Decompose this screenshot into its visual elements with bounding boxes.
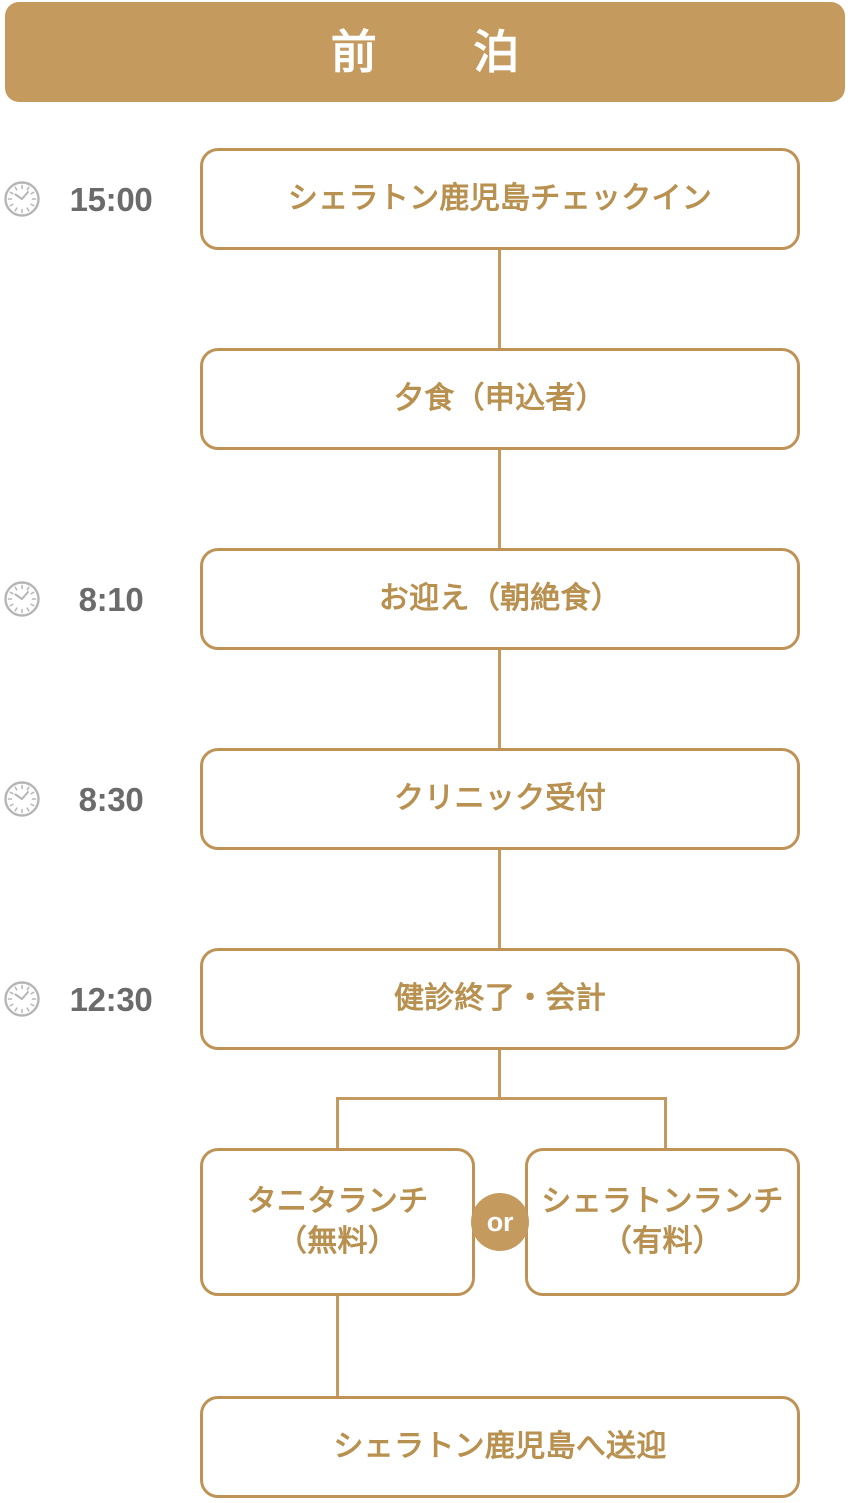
flow-step-lunch-tanita[interactable]: タニタランチ （無料） bbox=[200, 1148, 475, 1296]
connector-finish-to-branch bbox=[498, 1048, 501, 1100]
flow-step-reception[interactable]: クリニック受付 bbox=[200, 748, 800, 850]
connector-checkin-to-dinner bbox=[498, 248, 501, 350]
connector-dinner-to-pickup bbox=[498, 448, 501, 550]
flow-step-pickup[interactable]: お迎え（朝絶食） bbox=[200, 548, 800, 650]
connector-lunch-to-transfer bbox=[336, 1294, 339, 1398]
branch-or-badge: or bbox=[471, 1193, 529, 1251]
flow-step-label: シェラトン鹿児島チェックイン bbox=[287, 182, 713, 216]
clock-icon bbox=[2, 979, 42, 1019]
flow-step-finish[interactable]: 健診終了・会計 bbox=[200, 948, 800, 1050]
connector-reception-to-finish bbox=[498, 848, 501, 950]
flow-step-label: シェラトン鹿児島へ送迎 bbox=[333, 1430, 667, 1464]
time-label: 15:00 bbox=[69, 180, 153, 218]
branch-or-label: or bbox=[486, 1206, 514, 1237]
time-row-reception: 8:30 bbox=[0, 777, 190, 821]
connector-pickup-to-reception bbox=[498, 648, 501, 750]
flow-step-lunch-sheraton[interactable]: シェラトンランチ （有料） bbox=[525, 1148, 800, 1296]
flow-step-transfer[interactable]: シェラトン鹿児島へ送迎 bbox=[200, 1396, 800, 1498]
flow-step-checkin[interactable]: シェラトン鹿児島チェックイン bbox=[200, 148, 800, 250]
time-label: 12:30 bbox=[69, 980, 153, 1018]
time-row-checkin: 15:00 bbox=[0, 177, 190, 221]
time-label: 8:10 bbox=[78, 580, 144, 618]
flow-step-label: 夕食（申込者） bbox=[393, 382, 607, 416]
flow-step-label: シェラトンランチ （有料） bbox=[541, 1185, 784, 1258]
page-title: 前 泊 bbox=[330, 26, 545, 78]
flow-step-label: タニタランチ （無料） bbox=[246, 1185, 429, 1258]
branch-horizontal-bar bbox=[336, 1097, 667, 1100]
branch-leg-right bbox=[664, 1097, 667, 1151]
flow-step-dinner[interactable]: 夕食（申込者） bbox=[200, 348, 800, 450]
clock-icon bbox=[2, 579, 42, 619]
flow-step-label: クリニック受付 bbox=[393, 782, 607, 816]
time-label: 8:30 bbox=[78, 780, 144, 818]
branch-leg-left bbox=[336, 1097, 339, 1151]
flow-step-label: お迎え（朝絶食） bbox=[378, 582, 622, 616]
flow-step-label: 健診終了・会計 bbox=[393, 982, 607, 1016]
time-row-pickup: 8:10 bbox=[0, 577, 190, 621]
clock-icon bbox=[2, 779, 42, 819]
time-row-finish: 12:30 bbox=[0, 977, 190, 1021]
header-banner: 前 泊 bbox=[5, 2, 845, 102]
clock-icon bbox=[2, 179, 42, 219]
